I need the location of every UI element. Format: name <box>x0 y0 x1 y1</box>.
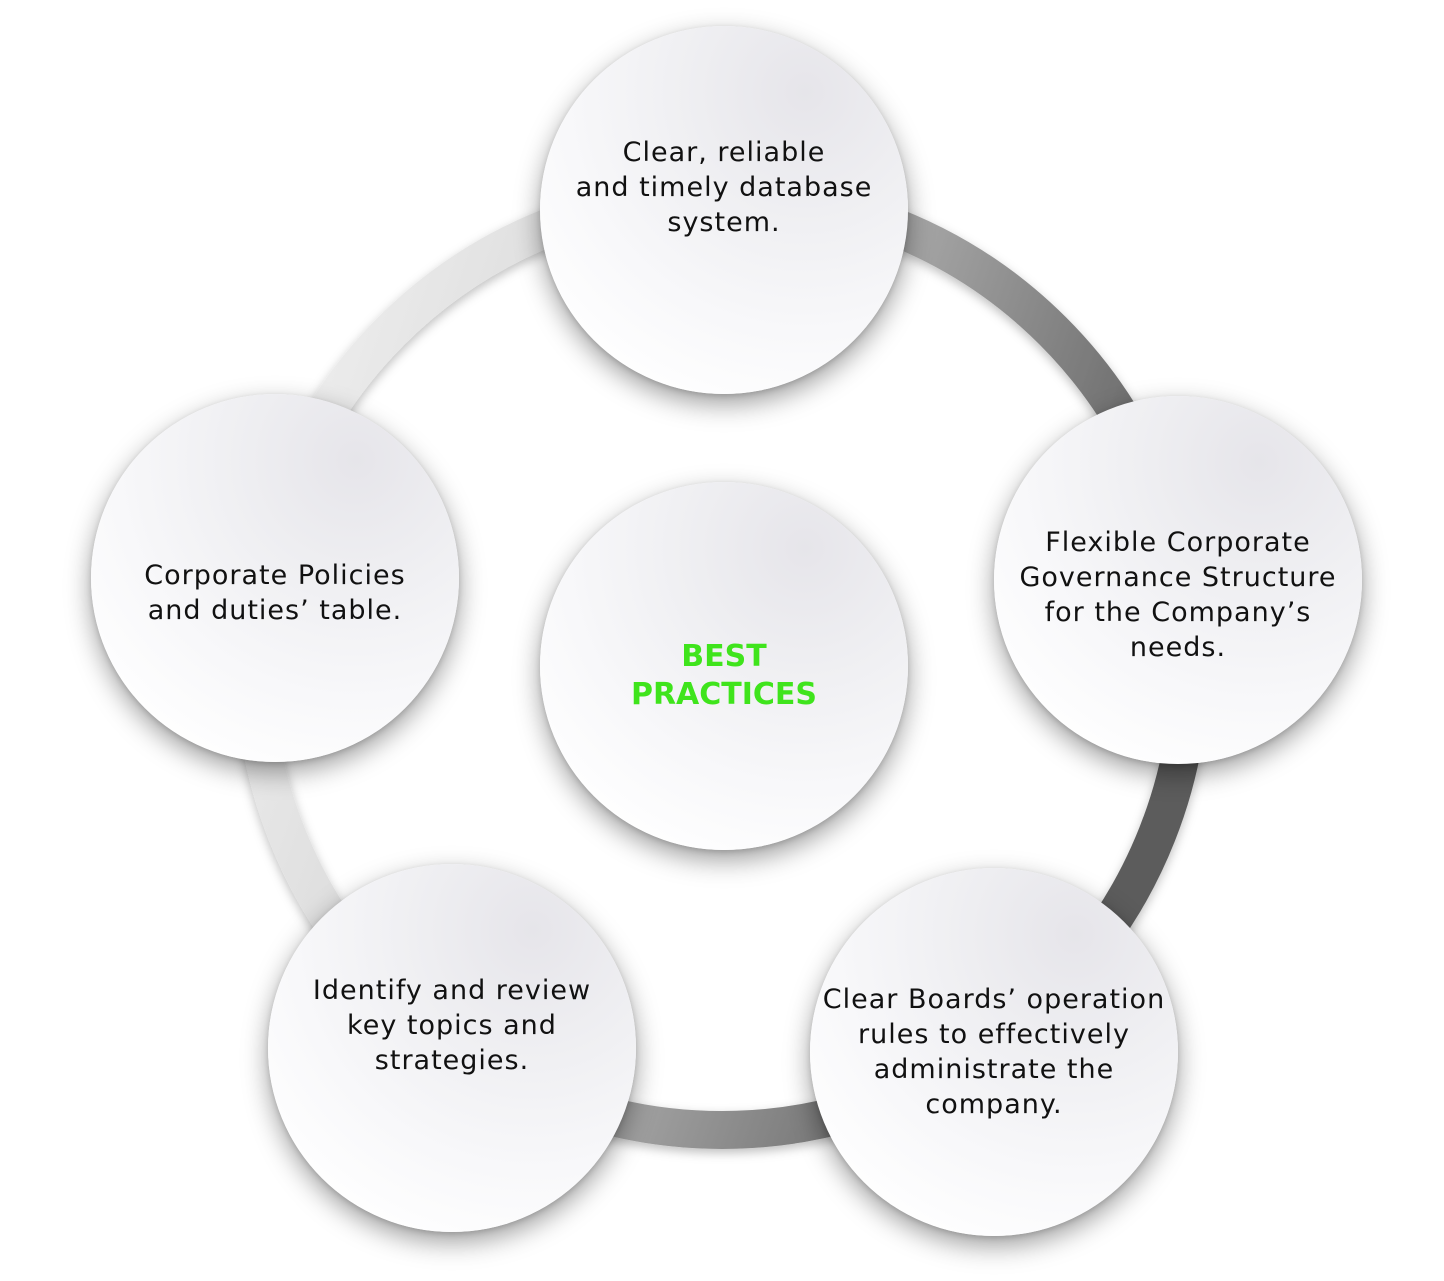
node-key-topics: Identify and review key topics and strat… <box>268 864 636 1232</box>
node-governance-structure-label: Flexible Corporate Governance Structure … <box>1019 527 1337 663</box>
node-corporate-policies-label: Corporate Policies and duties’ table. <box>144 560 406 626</box>
center-best-practices: BEST PRACTICES <box>540 482 908 850</box>
node-key-topics-label: Identify and review key topics and strat… <box>312 975 592 1076</box>
node-board-rules-label: Clear Boards’ operation rules to effecti… <box>822 984 1166 1120</box>
node-governance-structure: Flexible Corporate Governance Structure … <box>994 396 1362 764</box>
node-database-system-label: Clear, reliable and timely database syst… <box>575 137 873 238</box>
node-database-system: Clear, reliable and timely database syst… <box>540 26 908 394</box>
node-board-rules: Clear Boards’ operation rules to effecti… <box>810 868 1178 1236</box>
center-title: BEST PRACTICES <box>630 639 818 712</box>
node-corporate-policies: Corporate Policies and duties’ table. <box>91 394 459 762</box>
